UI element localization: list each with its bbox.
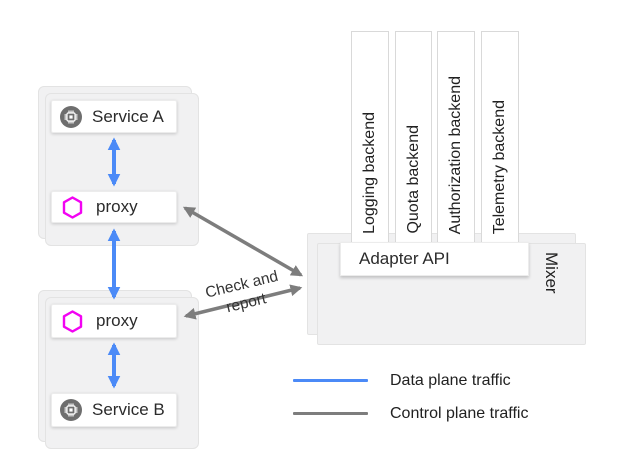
legend-control-plane-label: Control plane traffic [390,405,529,422]
service-b-label: Service B [92,400,165,419]
backend-bar-telemetry: Telemetry backend [481,31,519,245]
check-and-report-label: Check and report [185,262,303,325]
backend-label-telemetry: Telemetry backend [491,99,508,234]
mixer-label: Mixer [542,252,561,294]
backend-label-authorization: Authorization backend [447,75,464,234]
proxy-a-label: proxy [96,197,138,216]
service-a-label: Service A [92,106,164,126]
backend-bar-authorization: Authorization backend [437,31,475,245]
proxy-b-node: proxy [51,304,177,338]
backend-bar-quota: Quota backend [395,31,432,245]
proxy-hexagon-icon [62,195,83,219]
legend-data-plane-label: Data plane traffic [390,372,511,389]
adapter-api-box: Adapter API [340,242,529,276]
backend-bar-logging: Logging backend [351,31,389,245]
legend-control-plane-line [293,412,368,415]
backend-label-logging: Logging backend [361,112,378,234]
proxy-hexagon-icon [62,309,83,333]
adapter-api-label: Adapter API [359,249,450,268]
service-chip-icon [60,399,82,421]
service-a-node: Service A [51,100,177,133]
legend-data-plane-line [293,379,368,382]
proxy-b-label: proxy [96,311,138,330]
backend-label-quota: Quota backend [404,125,422,234]
proxy-a-node: proxy [51,191,177,223]
service-b-node: Service B [51,393,177,427]
service-chip-icon [60,105,82,128]
